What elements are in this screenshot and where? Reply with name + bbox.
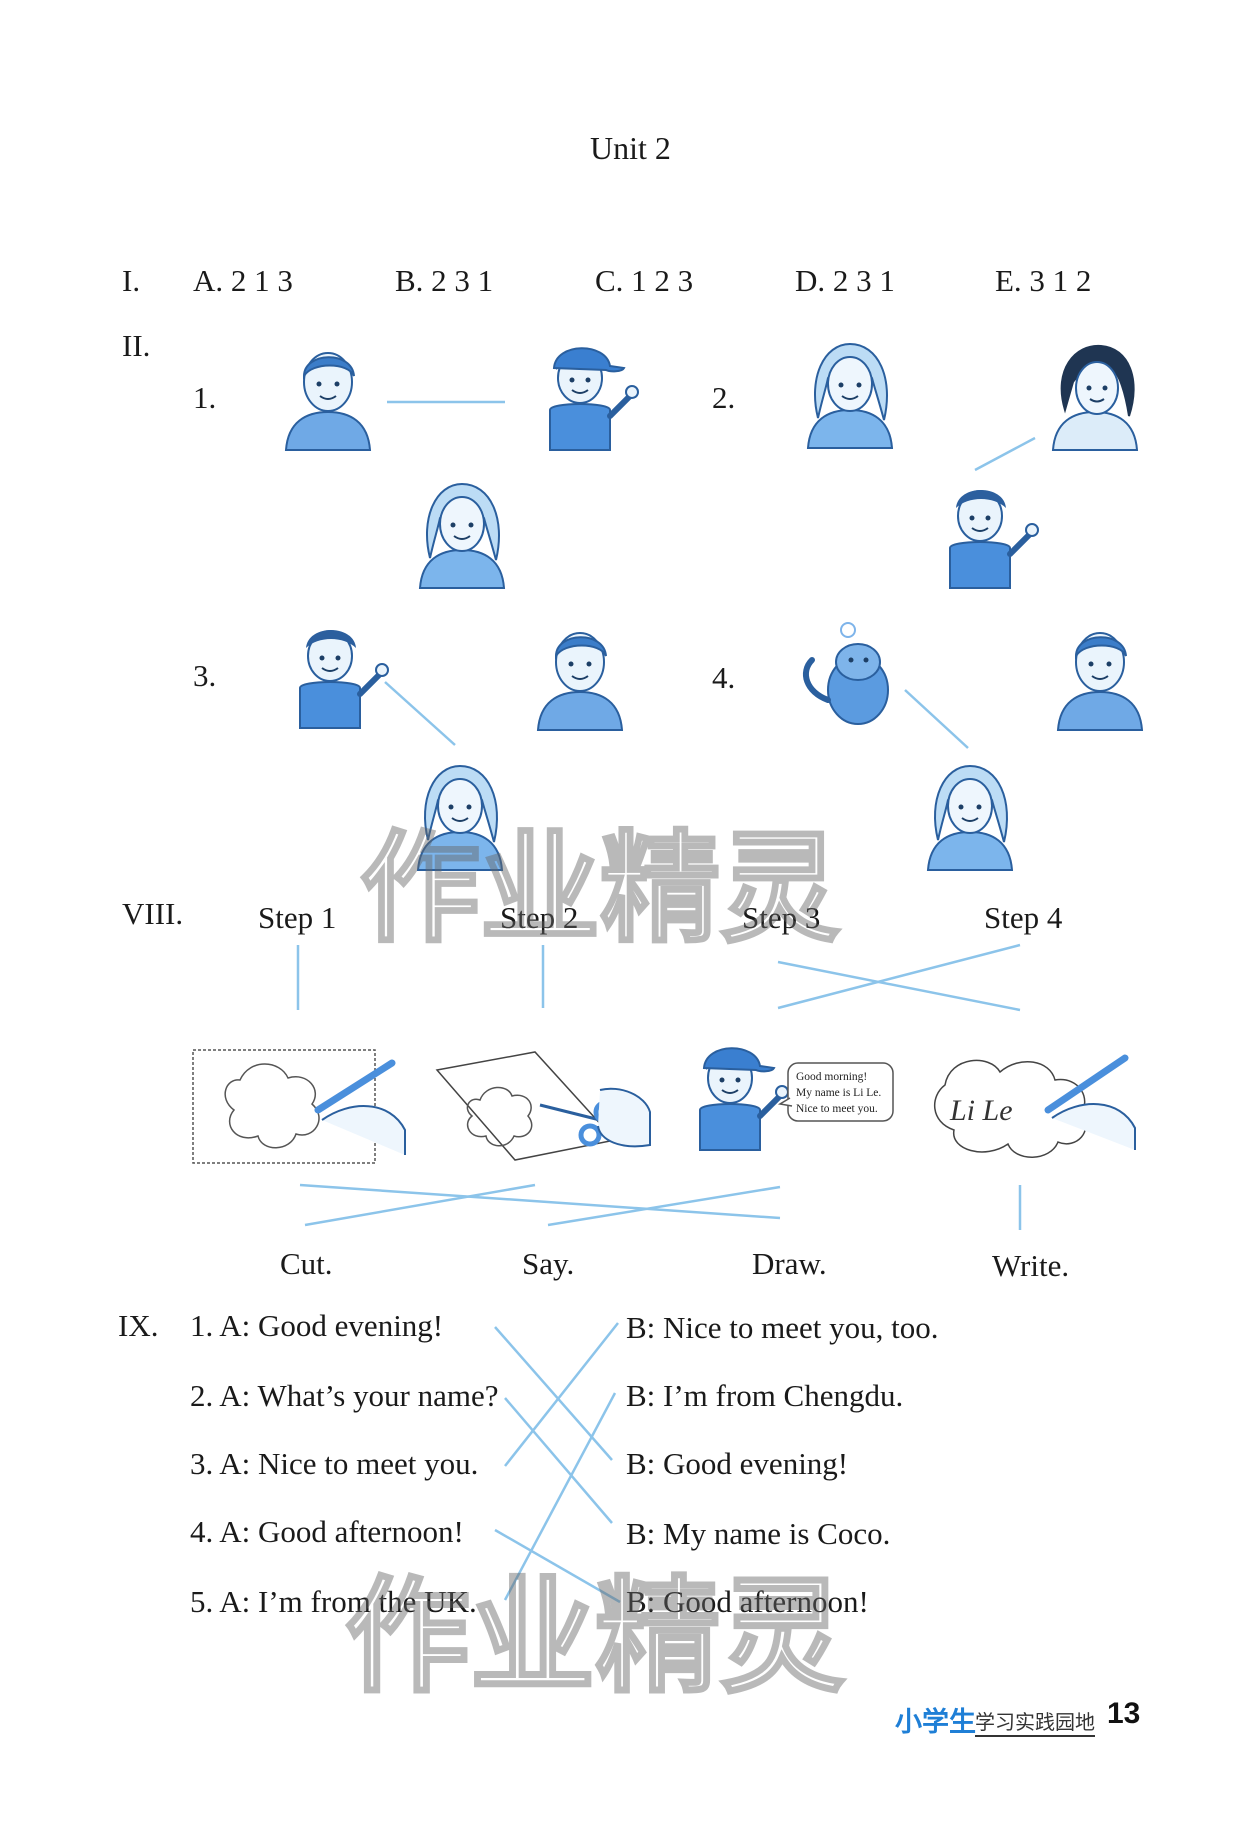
- bubble-line-3: Nice to meet you.: [796, 1103, 878, 1115]
- watermark-1: 作业精灵: [359, 819, 842, 961]
- dialogue-b-1: B: Nice to meet you, too.: [626, 1310, 939, 1345]
- footer-subtitle: 学习实践园地: [975, 1706, 1095, 1737]
- man-figure-3: [537, 632, 623, 731]
- curly-girl-figure-1: [419, 483, 505, 589]
- action-say: Say.: [522, 1246, 575, 1281]
- page-number: 13: [1107, 1697, 1141, 1730]
- bubble-line-1: Good morning!: [796, 1071, 867, 1083]
- section-2-label: II.: [122, 328, 151, 363]
- matching-lines-section-8: [296, 943, 1022, 1230]
- matching-lines-section-2: [384, 400, 1036, 749]
- dialogue-a-5: 5. A: I’m from the UK.: [190, 1584, 477, 1619]
- answer-e: E. 3 1 2: [995, 263, 1092, 298]
- draw-picture: [192, 1049, 406, 1164]
- bubble-line-2: My name is Li Le.: [796, 1087, 881, 1099]
- cut-picture: [435, 1051, 651, 1161]
- woman-figure-2: [1052, 344, 1138, 451]
- write-picture: Li Le: [933, 1054, 1136, 1158]
- step-4-label: Step 4: [984, 900, 1063, 935]
- dialogue-a-4: 4. A: Good afternoon!: [190, 1514, 464, 1549]
- item-number-4: 4.: [712, 660, 736, 695]
- matching-lines-section-9: [494, 1322, 621, 1604]
- dialogue-b-3: B: Good evening!: [626, 1446, 849, 1481]
- dialogue-b-4: B: My name is Coco.: [626, 1516, 891, 1551]
- item-number-3: 3.: [193, 658, 217, 693]
- dragon-figure-4: [802, 622, 889, 725]
- section-8-label: VIII.: [122, 896, 184, 931]
- action-write: Write.: [992, 1248, 1070, 1283]
- action-cut: Cut.: [280, 1246, 333, 1281]
- page-title: Unit 2: [590, 130, 671, 166]
- footer-brand: 小学生: [895, 1707, 976, 1737]
- answer-b: B. 2 3 1: [395, 263, 494, 298]
- svg-text:作业精灵: 作业精灵: [345, 1565, 845, 1710]
- svg-text:作业精灵: 作业精灵: [360, 820, 840, 959]
- man-figure-4: [1057, 632, 1143, 731]
- dialogue-a-3: 3. A: Nice to meet you.: [190, 1446, 479, 1481]
- say-boy-figure: [700, 1048, 788, 1150]
- answer-c: C. 1 2 3: [595, 263, 694, 298]
- answer-d: D. 2 3 1: [795, 263, 895, 298]
- name-card-text: Li Le: [949, 1094, 1013, 1127]
- speech-bubble: Good morning! My name is Li Le. Nice to …: [777, 1062, 894, 1122]
- step-3-label: Step 3: [742, 900, 821, 935]
- cap-boy-figure-1: [550, 348, 638, 450]
- step-2-label: Step 2: [500, 900, 579, 935]
- dialogue-a-1: 1. A: Good evening!: [190, 1308, 444, 1343]
- dialogue-b-2: B: I’m from Chengdu.: [626, 1378, 904, 1413]
- section-1-label: I.: [122, 263, 141, 298]
- section-9-label: IX.: [118, 1308, 159, 1343]
- dialogue-a-2: 2. A: What’s your name?: [190, 1378, 499, 1413]
- dialogue-b-5: B: Good afternoon!: [626, 1584, 869, 1619]
- blonde-girl-figure-2: [807, 343, 893, 449]
- step-1-label: Step 1: [258, 900, 337, 935]
- curly-girl-figure-4: [927, 765, 1013, 871]
- action-draw: Draw.: [752, 1246, 827, 1281]
- man-figure-1: [285, 352, 371, 451]
- item-number-1: 1.: [193, 380, 217, 415]
- answer-a: A. 2 1 3: [193, 263, 293, 298]
- item-number-2: 2.: [712, 380, 736, 415]
- watermark-2: 作业精灵: [344, 1564, 847, 1712]
- boy-figure-3: [300, 630, 388, 728]
- ponytail-girl-figure-2: [950, 490, 1038, 588]
